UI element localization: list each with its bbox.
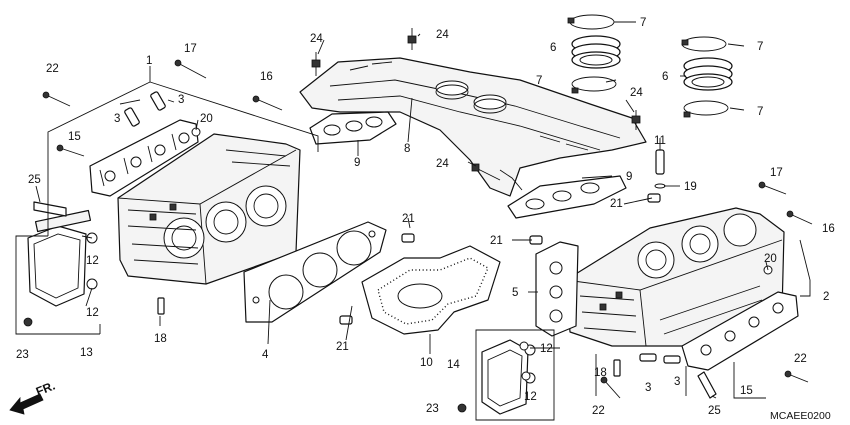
callout-24: 24 <box>310 33 323 45</box>
front-direction-arrow: FR. <box>9 379 57 415</box>
callout-12: 12 <box>540 343 553 355</box>
callout-9: 9 <box>626 171 632 183</box>
callout-11: 11 <box>654 135 666 147</box>
callout-17: 17 <box>184 43 197 55</box>
callout-22: 22 <box>46 63 59 75</box>
callout-8: 8 <box>404 143 410 155</box>
callout-12: 12 <box>524 391 537 403</box>
callout-7: 7 <box>757 41 763 53</box>
callout-21: 21 <box>336 341 349 353</box>
callout-2: 2 <box>823 291 829 303</box>
head-cover-right <box>481 339 536 415</box>
camshaft-holder-left <box>89 119 199 197</box>
callout-7: 7 <box>640 17 646 29</box>
callout-12: 12 <box>86 255 99 267</box>
callout-9: 9 <box>354 157 360 169</box>
callout-24: 24 <box>436 158 449 170</box>
callout-18: 18 <box>154 333 167 345</box>
intake-rubber-right <box>683 57 733 91</box>
callout-15: 15 <box>740 385 753 397</box>
callout-3: 3 <box>645 382 651 394</box>
callout-16: 16 <box>822 223 835 235</box>
callout-17: 17 <box>770 167 783 179</box>
callout-5: 5 <box>512 287 518 299</box>
camshaft-holder-right <box>681 291 799 371</box>
assembly-brackets <box>15 66 811 421</box>
callout-7: 7 <box>536 75 542 87</box>
callout-6: 6 <box>550 42 556 54</box>
callout-4: 4 <box>262 349 269 361</box>
callout-10: 10 <box>420 357 433 369</box>
callout-24: 24 <box>630 87 643 99</box>
cylinder-head-right <box>565 207 785 347</box>
callout-labels: 1 2 3 3 3 3 4 5 6 6 7 7 7 7 8 9 9 10 11 … <box>16 17 835 417</box>
callout-6: 6 <box>662 71 668 83</box>
callout-3: 3 <box>178 94 184 106</box>
callout-25: 25 <box>708 405 721 417</box>
callout-14: 14 <box>447 359 460 371</box>
band-right-top <box>681 36 727 52</box>
callout-24: 24 <box>436 29 449 41</box>
callout-23: 23 <box>16 349 29 361</box>
callout-21: 21 <box>402 213 415 225</box>
callout-20: 20 <box>764 253 777 265</box>
callout-22: 22 <box>592 405 605 417</box>
callout-18: 18 <box>594 367 607 379</box>
intake-gasket-right <box>507 175 627 219</box>
callout-23: 23 <box>426 403 439 415</box>
callout-21: 21 <box>610 198 623 210</box>
callout-21: 21 <box>490 235 503 247</box>
callout-3: 3 <box>114 113 120 125</box>
band-right-bottom <box>683 100 729 118</box>
lower-gasket-plate <box>361 245 501 335</box>
head-gasket-right <box>535 241 579 337</box>
callout-19: 19 <box>684 181 697 193</box>
callout-1: 1 <box>146 55 152 67</box>
intake-rubber-left <box>571 35 621 69</box>
intake-gasket-left <box>309 111 397 145</box>
intake-manifold <box>299 57 647 197</box>
band-left-top <box>567 14 615 30</box>
diagram-code: MCAEE0200 <box>770 410 831 422</box>
callout-12: 12 <box>86 307 99 319</box>
hardware <box>23 28 813 413</box>
callout-22: 22 <box>794 353 807 365</box>
callout-7: 7 <box>757 106 763 118</box>
cylinder-head-left <box>117 133 301 285</box>
head-cover-left <box>27 209 98 307</box>
callout-leaders <box>35 21 769 399</box>
head-gasket <box>243 221 387 323</box>
callout-25: 25 <box>28 174 41 186</box>
callout-20: 20 <box>200 113 213 125</box>
callout-13: 13 <box>80 347 93 359</box>
callout-3: 3 <box>674 376 680 388</box>
front-marker: FR. <box>34 379 57 399</box>
callout-16: 16 <box>260 71 273 83</box>
callout-15: 15 <box>68 131 81 143</box>
band-left-bottom <box>571 76 617 94</box>
